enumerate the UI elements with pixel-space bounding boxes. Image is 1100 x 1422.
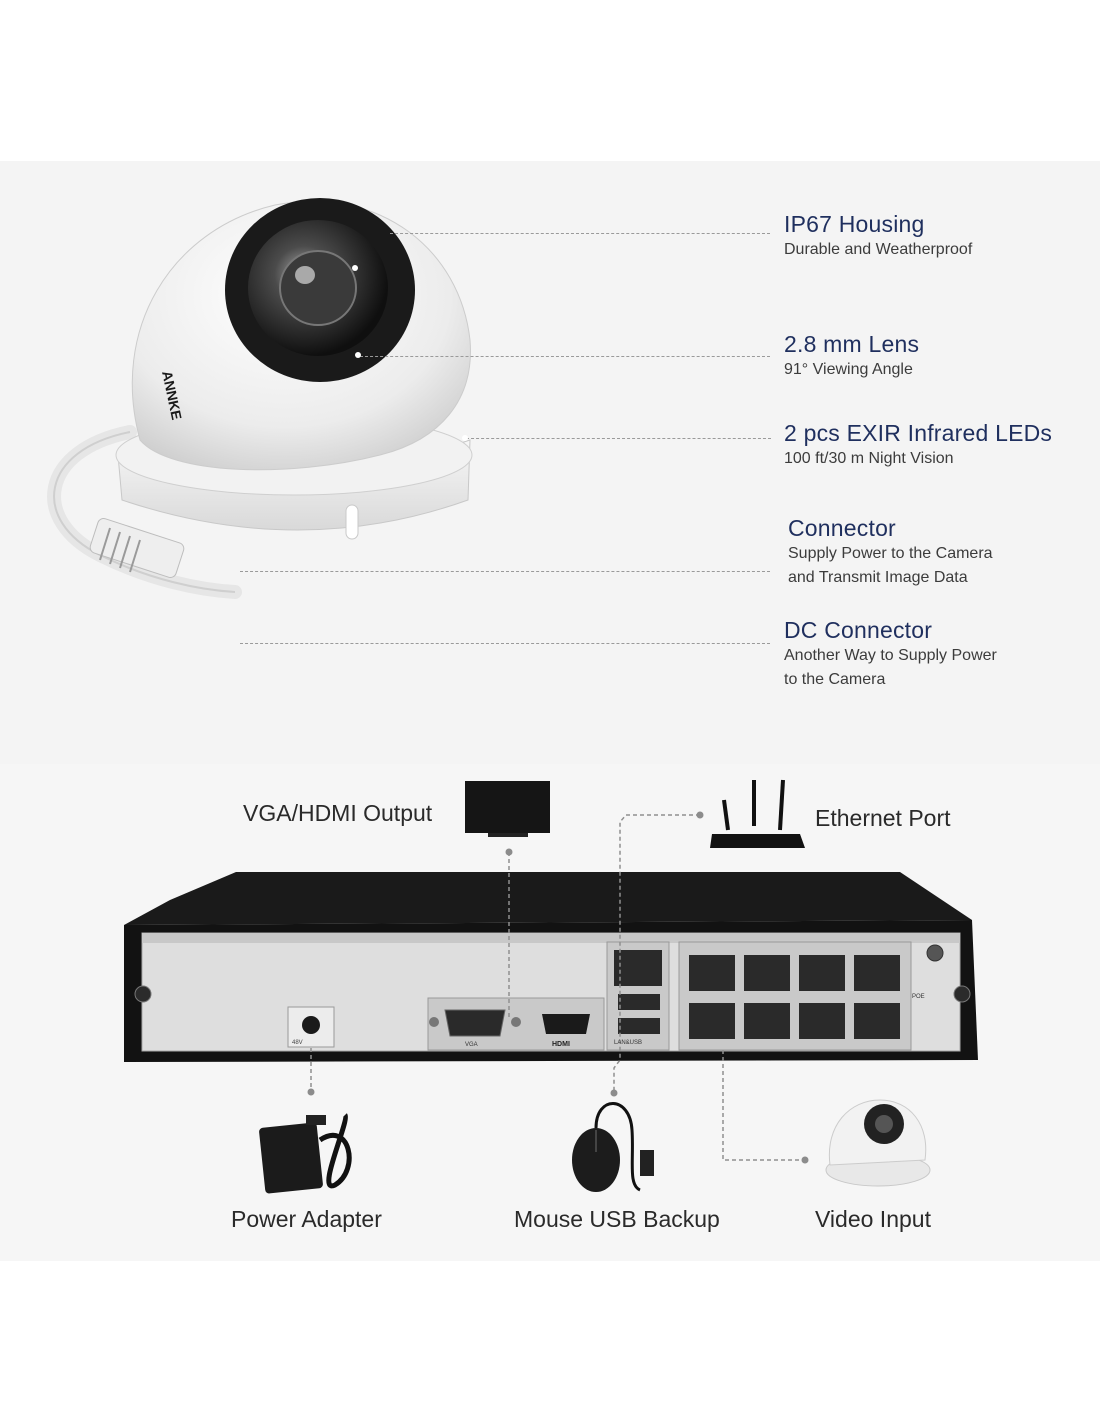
feature-title: DC Connector bbox=[784, 617, 933, 643]
feature-desc: 100 ft/30 m Night Vision bbox=[784, 450, 954, 467]
poe-port-label: POE bbox=[912, 994, 925, 1000]
feature-dc-connector: DC Connector Another Way to Supply Power… bbox=[784, 616, 997, 692]
poe-port-group bbox=[678, 941, 912, 1051]
feature-housing: IP67 Housing Durable and Weatherproof bbox=[784, 210, 972, 262]
vga-hdmi-port-group bbox=[427, 997, 605, 1051]
dome-camera-icon: ANNKE bbox=[47, 198, 473, 599]
leader-line-dc bbox=[240, 643, 770, 644]
feature-desc: Durable and Weatherproof bbox=[784, 241, 973, 258]
feature-desc: Supply Power to the Camera and Transmit … bbox=[788, 545, 993, 586]
feature-connector: Connector Supply Power to the Camera and… bbox=[788, 514, 993, 590]
small-dome-camera-icon bbox=[825, 1099, 931, 1187]
feature-leds: 2 pcs EXIR Infrared LEDs 100 ft/30 m Nig… bbox=[784, 419, 1052, 471]
hdmi-port-label: HDMI bbox=[552, 1041, 570, 1048]
feature-title: 2.8 mm Lens bbox=[784, 331, 920, 357]
feature-lens: 2.8 mm Lens 91° Viewing Angle bbox=[784, 330, 919, 382]
label-mouse-usb-backup: Mouse USB Backup bbox=[514, 1206, 720, 1232]
label-power-adapter: Power Adapter bbox=[231, 1206, 382, 1232]
leader-line-lens bbox=[360, 356, 770, 357]
label-ethernet-port: Ethernet Port bbox=[815, 805, 951, 831]
leader-line-housing bbox=[390, 233, 770, 234]
lan-usb-port-label: LAN&USB bbox=[614, 1040, 643, 1046]
router-icon bbox=[710, 779, 805, 848]
leader-dot-housing bbox=[352, 265, 358, 271]
lan-usb-port-group bbox=[606, 941, 670, 1051]
power-adapter-icon bbox=[259, 1113, 352, 1194]
feature-desc: 91° Viewing Angle bbox=[784, 361, 913, 378]
leader-line-leds bbox=[466, 438, 771, 439]
leader-dot-leds bbox=[462, 435, 468, 441]
dc-port-label: 48V bbox=[292, 1040, 303, 1046]
monitor-icon bbox=[465, 781, 550, 837]
leader-line-connector bbox=[240, 571, 770, 572]
label-video-input: Video Input bbox=[815, 1206, 931, 1232]
feature-title: Connector bbox=[788, 515, 896, 541]
label-vga-hdmi-output: VGA/HDMI Output bbox=[243, 800, 433, 826]
mouse-icon bbox=[572, 1102, 654, 1192]
vga-port-label: VGA bbox=[465, 1042, 478, 1048]
dc-power-port bbox=[287, 1006, 335, 1048]
feature-desc: Another Way to Supply Power to the Camer… bbox=[784, 647, 997, 688]
feature-title: 2 pcs EXIR Infrared LEDs bbox=[784, 420, 1053, 446]
feature-title: IP67 Housing bbox=[784, 211, 925, 237]
leader-dot-lens bbox=[355, 352, 361, 358]
